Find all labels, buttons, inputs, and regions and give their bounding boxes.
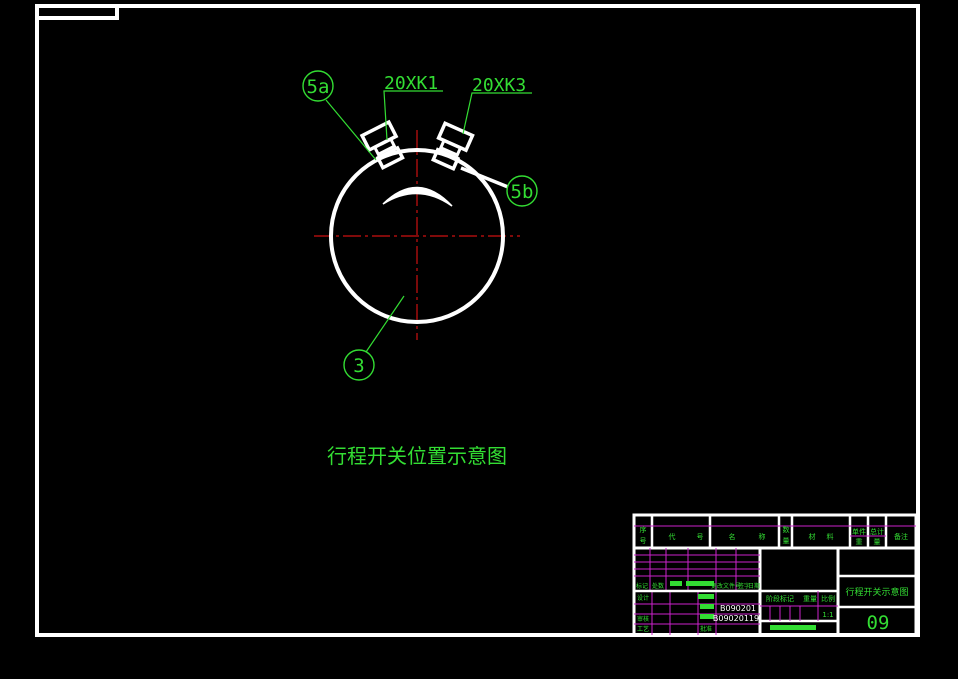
tb-name-a: 名	[729, 532, 736, 541]
tb-design: 设计	[637, 594, 649, 602]
balloon-5b	[506, 175, 538, 207]
balloon-5b-label: 5b	[511, 181, 534, 203]
switch-right-shape	[430, 121, 475, 171]
tb-check: 审核	[637, 615, 649, 623]
tb-total-bottom: 量	[874, 538, 881, 546]
tb-single-bottom: 重	[856, 538, 863, 546]
title-block: 序 号 代 号 名 称 数 量 材 料 单件 重 总计 量 备注 行程开关示意图…	[632, 513, 918, 637]
tb-rev-date: 日期	[748, 582, 760, 590]
drawing-caption: 行程开关位置示意图	[327, 444, 507, 468]
tb-total-top: 总计	[870, 527, 884, 536]
drawing-frame	[35, 4, 920, 637]
tb-qty-bottom: 量	[783, 537, 790, 545]
balloon-5a	[302, 70, 334, 102]
tb-code-line1: B090201	[720, 604, 756, 613]
tb-fill-block-4	[700, 604, 714, 609]
leader-5b	[460, 166, 509, 189]
leader-5a	[325, 99, 377, 161]
label-20xk3: 20XK3	[472, 75, 526, 96]
balloon-3-label: 3	[353, 355, 364, 377]
switch-left-shape	[359, 119, 405, 171]
frame-corner-tab	[37, 6, 119, 20]
tb-rev-sign: 签字	[738, 582, 750, 590]
tb-scale-label: 比例	[821, 594, 835, 603]
tb-name-b: 称	[759, 532, 766, 541]
center-lines	[314, 130, 520, 340]
leader-20xk1	[383, 90, 443, 141]
tb-fill-block-5	[700, 614, 714, 619]
tb-approve: 批准	[700, 625, 712, 633]
inner-arc	[382, 186, 453, 207]
tb-code-a: 代	[669, 532, 676, 541]
green-leaders	[325, 90, 532, 353]
tb-drawing-name: 行程开关示意图	[845, 586, 908, 598]
label-20xk1: 20XK1	[384, 73, 438, 94]
tb-rev-count: 处数	[652, 582, 664, 590]
tb-weight-label: 重量	[803, 595, 817, 603]
tb-rev-mark: 标记	[636, 582, 648, 590]
tb-craft: 工艺	[637, 625, 649, 633]
tb-qty-top: 数	[783, 525, 790, 534]
cam-circle	[329, 148, 505, 324]
balloon-5a-label: 5a	[307, 76, 330, 98]
tb-stage-label: 阶段标记	[766, 594, 794, 603]
leader-3	[365, 295, 405, 353]
tb-material-a: 材	[809, 532, 816, 541]
tb-fill-bar-bottom	[770, 625, 816, 630]
tb-remarks: 备注	[894, 532, 908, 541]
tb-material-b: 料	[827, 532, 834, 541]
tb-single-top: 单件	[852, 527, 866, 536]
tb-sheet-number: 09	[867, 612, 890, 634]
tb-fill-block-1	[670, 581, 682, 586]
tb-seq-bottom: 号	[640, 537, 647, 545]
tb-rev-file: 更改文件号	[711, 582, 741, 590]
tb-code-b: 号	[697, 533, 704, 541]
leader-20xk3	[462, 92, 532, 135]
tb-code-line2: B09020119	[713, 614, 759, 623]
tb-fill-block-3	[698, 594, 714, 599]
tb-fill-block-2	[686, 581, 714, 586]
tb-scale-value: 1:1	[822, 611, 833, 619]
balloon-3	[343, 349, 375, 381]
tb-seq-top: 序	[640, 525, 647, 534]
